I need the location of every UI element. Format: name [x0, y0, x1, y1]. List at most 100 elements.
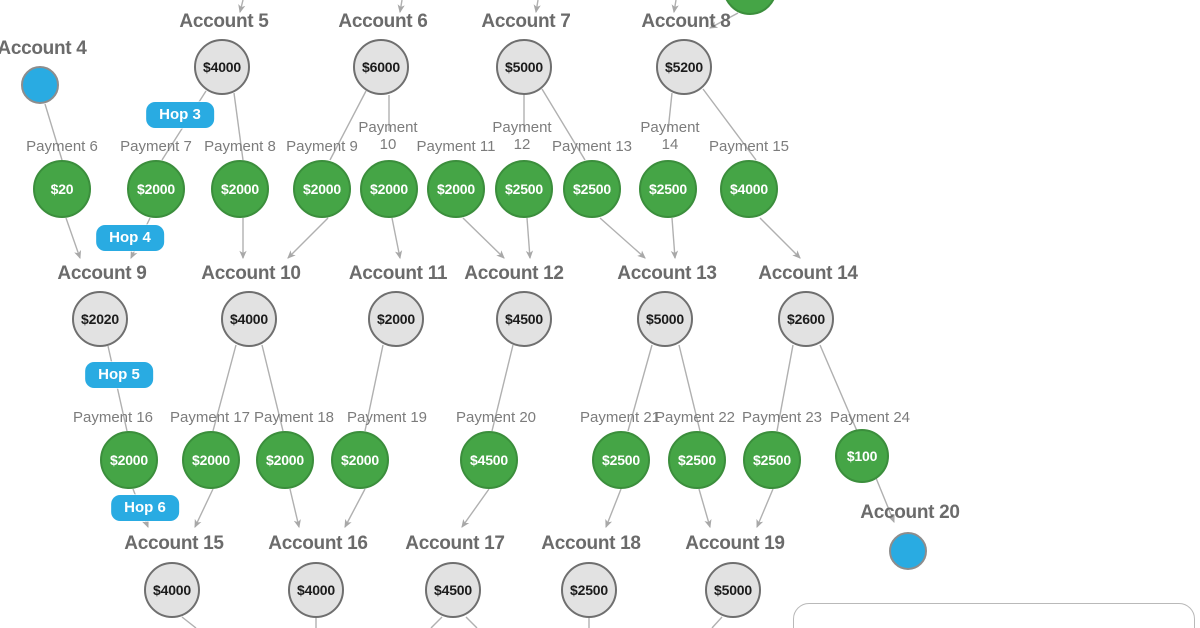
payment-label-p16: Payment 16 — [72, 409, 154, 426]
payment-node-p16[interactable]: $2000 — [100, 431, 158, 489]
account-label-a15: Account 15 — [124, 533, 224, 554]
edge-p18-to-a16 — [289, 488, 301, 529]
payment-node-p10[interactable]: $2000 — [360, 160, 418, 218]
account-node-amount: $2600 — [787, 311, 825, 327]
payment-label-p18: Payment 18 — [253, 409, 335, 426]
hop-badge-hop6[interactable]: Hop 6 — [111, 495, 179, 521]
hop-badge-hop5[interactable]: Hop 5 — [85, 362, 153, 388]
hop-badge-hop3[interactable]: Hop 3 — [146, 102, 214, 128]
payment-node-amount: $2500 — [602, 452, 640, 468]
payment-node-p7[interactable]: $2000 — [127, 160, 185, 218]
legend-panel[interactable] — [793, 603, 1195, 628]
edge-a15-to-below1 — [181, 616, 197, 628]
payment-label-p23: Payment 23 — [741, 409, 823, 426]
payment-label-p24: Payment 24 — [829, 409, 911, 426]
payment-node-amount: $2000 — [341, 452, 379, 468]
payment-label-p21: Payment 21 — [579, 409, 661, 426]
payment-node-p23[interactable]: $2500 — [743, 431, 801, 489]
account-node-a20[interactable] — [889, 532, 927, 570]
account-node-a17[interactable]: $4500 — [425, 562, 481, 618]
payment-node-amount: $2000 — [437, 181, 475, 197]
edge-a17-to-below4 — [465, 616, 478, 628]
account-node-a15[interactable]: $4000 — [144, 562, 200, 618]
payment-node-p19[interactable]: $2000 — [331, 431, 389, 489]
payment-node-amount: $2500 — [678, 452, 716, 468]
payment-node-amount: $2000 — [110, 452, 148, 468]
account-label-a11: Account 11 — [348, 263, 448, 284]
edge-p10-to-a11 — [391, 217, 403, 260]
payment-label-p9: Payment 9 — [286, 138, 358, 155]
payment-label-p13: Payment 13 — [551, 138, 633, 155]
payment-node-p13[interactable]: $2500 — [563, 160, 621, 218]
account-node-amount: $4000 — [203, 59, 241, 75]
account-node-a8[interactable]: $5200 — [656, 39, 712, 95]
payment-node-p18[interactable]: $2000 — [256, 431, 314, 489]
account-node-amount: $4000 — [153, 582, 191, 598]
account-node-amount: $5200 — [665, 59, 703, 75]
payment-node-amount: $2000 — [370, 181, 408, 197]
payment-label-p11: Payment 11 — [416, 138, 496, 155]
payment-node-amount: $2000 — [266, 452, 304, 468]
payment-node-p24[interactable]: $100 — [835, 429, 889, 483]
payment-node-p11[interactable]: $2000 — [427, 160, 485, 218]
payment-node-p-top[interactable] — [723, 0, 777, 15]
account-node-a10[interactable]: $4000 — [221, 291, 277, 347]
edge-p14-to-a13 — [670, 217, 679, 260]
payment-node-amount: $20 — [50, 181, 74, 197]
account-node-a13[interactable]: $5000 — [637, 291, 693, 347]
account-node-amount: $4000 — [230, 311, 268, 327]
edge-p20-to-a17 — [461, 488, 490, 528]
payment-label-p22: Payment 22 — [654, 409, 736, 426]
account-node-a14[interactable]: $2600 — [778, 291, 834, 347]
payment-node-amount: $2500 — [505, 181, 543, 197]
edge-p22-to-a19 — [698, 488, 712, 529]
payment-node-p21[interactable]: $2500 — [592, 431, 650, 489]
payment-node-p17[interactable]: $2000 — [182, 431, 240, 489]
account-label-a14: Account 14 — [758, 263, 858, 284]
payment-node-p14[interactable]: $2500 — [639, 160, 697, 218]
account-label-a4: Account 4 — [0, 38, 87, 59]
account-label-a20: Account 20 — [860, 502, 960, 523]
payment-node-amount: $2000 — [303, 181, 341, 197]
hop-badge-hop4[interactable]: Hop 4 — [96, 225, 164, 251]
edge-p13-to-a13 — [599, 217, 646, 259]
account-node-amount: $2000 — [377, 311, 415, 327]
payment-label-p8: Payment 8 — [204, 138, 276, 155]
edge-a17-to-below3 — [430, 616, 443, 628]
edge-p17-to-a15 — [194, 488, 214, 529]
account-node-a9[interactable]: $2020 — [72, 291, 128, 347]
account-label-a12: Account 12 — [464, 263, 564, 284]
edge-p19-to-a16 — [344, 488, 366, 528]
payment-node-p6[interactable]: $20 — [33, 160, 91, 218]
account-node-amount: $5000 — [714, 582, 752, 598]
account-node-a7[interactable]: $5000 — [496, 39, 552, 95]
account-node-a4[interactable] — [21, 66, 59, 104]
account-node-a11[interactable]: $2000 — [368, 291, 424, 347]
account-node-amount: $2020 — [81, 311, 119, 327]
payment-label-p15: Payment 15 — [708, 138, 790, 155]
account-node-a6[interactable]: $6000 — [353, 39, 409, 95]
edge-p23-to-a19 — [756, 488, 774, 529]
account-node-a16[interactable]: $4000 — [288, 562, 344, 618]
payment-node-p20[interactable]: $4500 — [460, 431, 518, 489]
account-node-a18[interactable]: $2500 — [561, 562, 617, 618]
payment-label-p19: Payment 19 — [346, 409, 428, 426]
account-node-amount: $4500 — [505, 311, 543, 327]
account-node-amount: $5000 — [646, 311, 684, 327]
payment-node-p12[interactable]: $2500 — [495, 160, 553, 218]
account-node-amount: $4500 — [434, 582, 472, 598]
account-label-a9: Account 9 — [57, 263, 147, 284]
payment-node-p22[interactable]: $2500 — [668, 431, 726, 489]
payment-node-p9[interactable]: $2000 — [293, 160, 351, 218]
account-label-a18: Account 18 — [541, 533, 641, 554]
payment-node-p15[interactable]: $4000 — [720, 160, 778, 218]
account-node-a19[interactable]: $5000 — [705, 562, 761, 618]
account-label-a5: Account 5 — [179, 11, 269, 32]
payment-node-p8[interactable]: $2000 — [211, 160, 269, 218]
edge-p9-to-a10 — [287, 217, 329, 259]
payment-node-amount: $4500 — [470, 452, 508, 468]
account-node-a5[interactable]: $4000 — [194, 39, 250, 95]
account-node-a12[interactable]: $4500 — [496, 291, 552, 347]
payment-node-amount: $2000 — [137, 181, 175, 197]
